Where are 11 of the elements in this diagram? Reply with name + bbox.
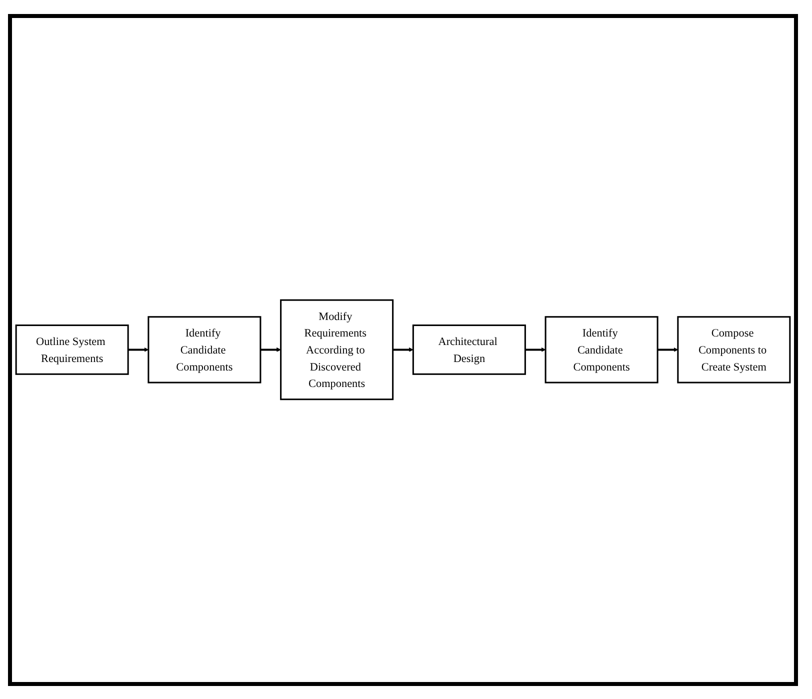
- process-box: Identify Candidate Components: [148, 316, 262, 384]
- arrow: [260, 348, 282, 352]
- process-box: Architectural Design: [412, 324, 526, 376]
- arrow: [658, 348, 678, 352]
- process-box: Modify Requirements According to Discovered Components: [280, 300, 394, 400]
- arrow: [525, 348, 546, 352]
- arrow: [128, 348, 149, 352]
- process-box: Compose Components to Create System: [677, 316, 791, 384]
- arrow: [392, 348, 414, 352]
- process-box: Outline System Requirements: [15, 324, 129, 376]
- process-box: Identify Candidate Components: [544, 316, 658, 384]
